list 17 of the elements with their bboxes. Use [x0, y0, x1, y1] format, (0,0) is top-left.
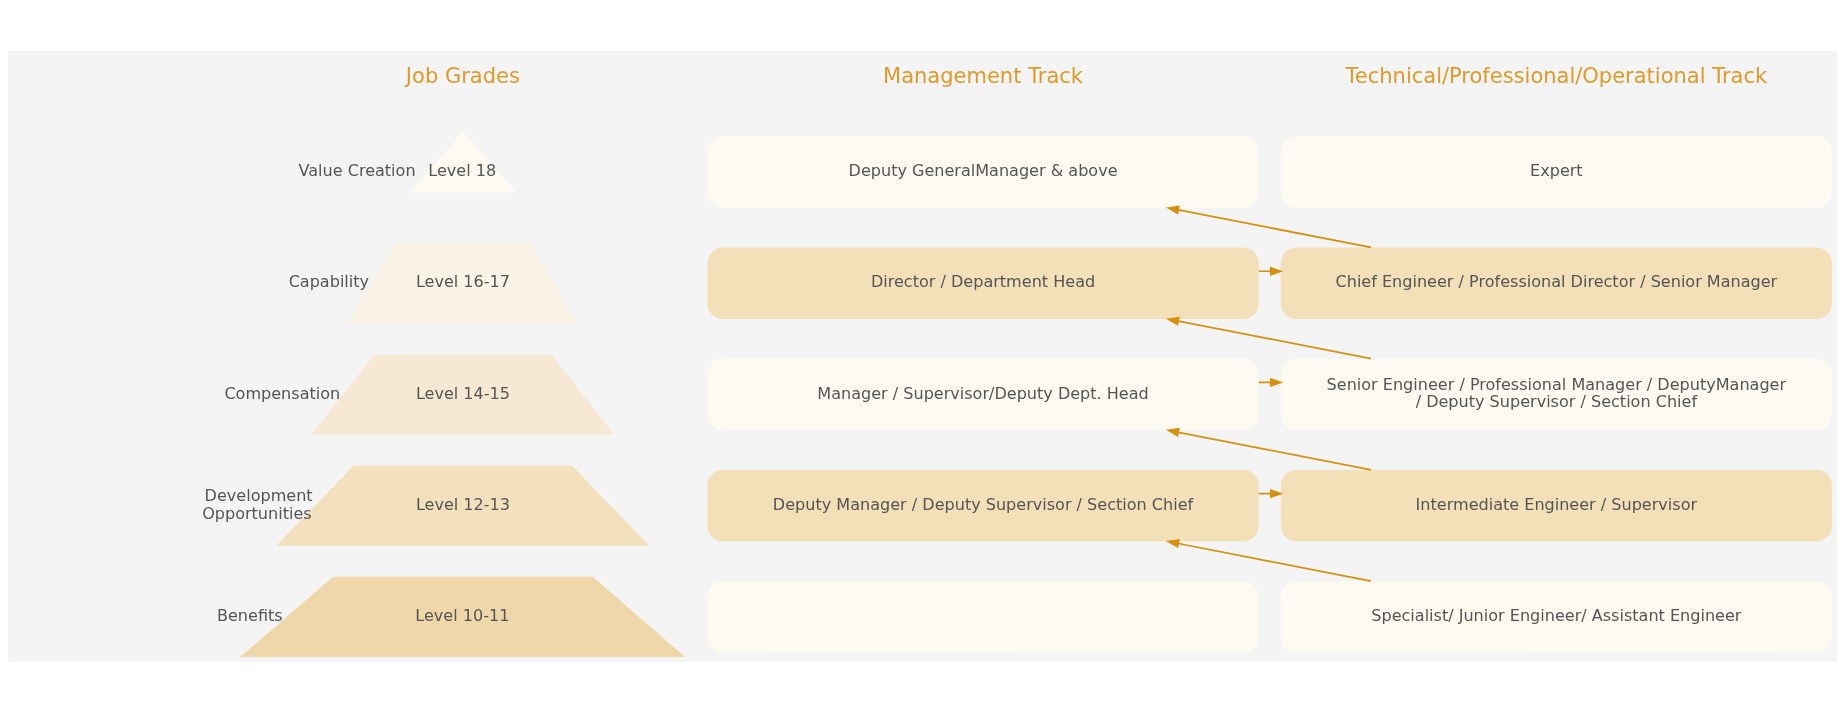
node-box: Deputy GeneralManager & above: [707, 135, 1259, 208]
arrow: [1257, 266, 1284, 276]
node-box: Director / Department Head: [707, 246, 1259, 319]
node-box: Specialist/ Junior Engineer/ Assistant Engineer: [1280, 580, 1832, 653]
node-box: Senior Engineer / Professional Manager / DeputyManager / Deputy Supervisor / Section Chief: [1280, 358, 1832, 430]
label: Job Grades: [405, 63, 520, 88]
node-box: Chief Engineer / Professional Director / Senior Manager: [1280, 246, 1832, 319]
arrow: [1165, 204, 1372, 248]
node-box: Deputy Manager / Deputy Supervisor / Section Chief: [707, 469, 1259, 542]
label: Management Track: [883, 63, 1084, 88]
arrow: [1257, 488, 1284, 498]
node-box: Intermediate Engineer / Supervisor: [1280, 469, 1832, 542]
arrow: [1165, 427, 1372, 471]
node-box: Manager / Supervisor/Deputy Dept. Head: [707, 358, 1259, 430]
arrow: [1165, 316, 1372, 359]
label: Technical/Professional/Operational Track: [1345, 63, 1768, 88]
arrow: [1165, 538, 1372, 582]
